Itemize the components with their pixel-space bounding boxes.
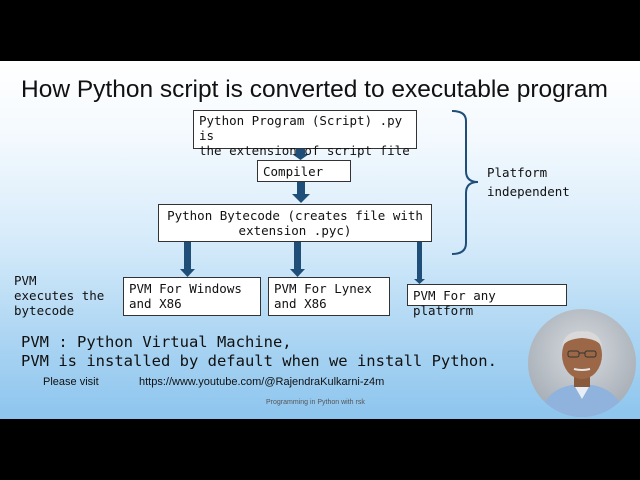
platform-bracket	[451, 110, 479, 255]
node-bytecode-line-1: Python Bytecode (creates file with	[167, 208, 423, 223]
platform-label-line-1: Platform	[487, 165, 548, 180]
node-pvm-windows: PVM For Windows and X86	[123, 277, 261, 316]
visit-label: Please visit	[43, 376, 99, 388]
pvm-label-line-3: bytecode	[14, 303, 75, 318]
node-pvm-lynex-line-2: and X86	[274, 296, 327, 311]
pvm-executes-label: PVM executes the bytecode	[14, 273, 104, 318]
arrow-bytecode-to-pvm-any	[414, 242, 425, 284]
node-pvm-windows-line-1: PVM For Windows	[129, 281, 242, 296]
arrow-bytecode-to-pvm-lynex	[290, 242, 305, 277]
pvm-label-line-1: PVM	[14, 273, 37, 288]
arrow-compiler-to-bytecode	[292, 182, 310, 203]
diagram-connectors	[180, 110, 479, 284]
node-pvm-windows-line-2: and X86	[129, 296, 182, 311]
definition-line-2: PVM is installed by default when we inst…	[21, 352, 497, 370]
definition-line-1: PVM : Python Virtual Machine,	[21, 333, 292, 351]
slide: How Python script is converted to execut…	[0, 61, 640, 419]
pvm-definition: PVM : Python Virtual Machine, PVM is ins…	[21, 333, 497, 371]
slide-footer: Programming in Python with rsk	[266, 399, 365, 406]
node-compiler: Compiler	[257, 160, 351, 182]
presenter-avatar	[528, 309, 636, 417]
node-python-bytecode: Python Bytecode (creates file with exten…	[158, 204, 432, 242]
arrow-script-to-compiler	[292, 148, 309, 160]
node-pvm-lynex-line-1: PVM For Lynex	[274, 281, 372, 296]
slide-title: How Python script is converted to execut…	[21, 76, 608, 103]
platform-independent-label: Platform independent	[487, 165, 570, 199]
node-python-script: Python Program (Script) .py is the exten…	[193, 110, 417, 158]
platform-label-line-2: independent	[487, 184, 570, 199]
node-python-script-line-2: the extension of script file	[199, 143, 410, 158]
node-pvm-lynex: PVM For Lynex and X86	[268, 277, 390, 316]
node-compiler-label: Compiler	[263, 164, 324, 179]
node-pvm-any-label: PVM For any platform	[413, 288, 496, 318]
arrow-bytecode-to-pvm-windows	[180, 242, 195, 277]
node-bytecode-line-2: extension .pyc)	[238, 223, 352, 238]
node-pvm-any-platform: PVM For any platform	[407, 284, 567, 318]
node-python-script-line-1: Python Program (Script) .py is	[199, 113, 403, 143]
pvm-label-line-2: executes the	[14, 288, 105, 303]
youtube-link[interactable]: https://www.youtube.com/@RajendraKulkarn…	[139, 376, 385, 388]
